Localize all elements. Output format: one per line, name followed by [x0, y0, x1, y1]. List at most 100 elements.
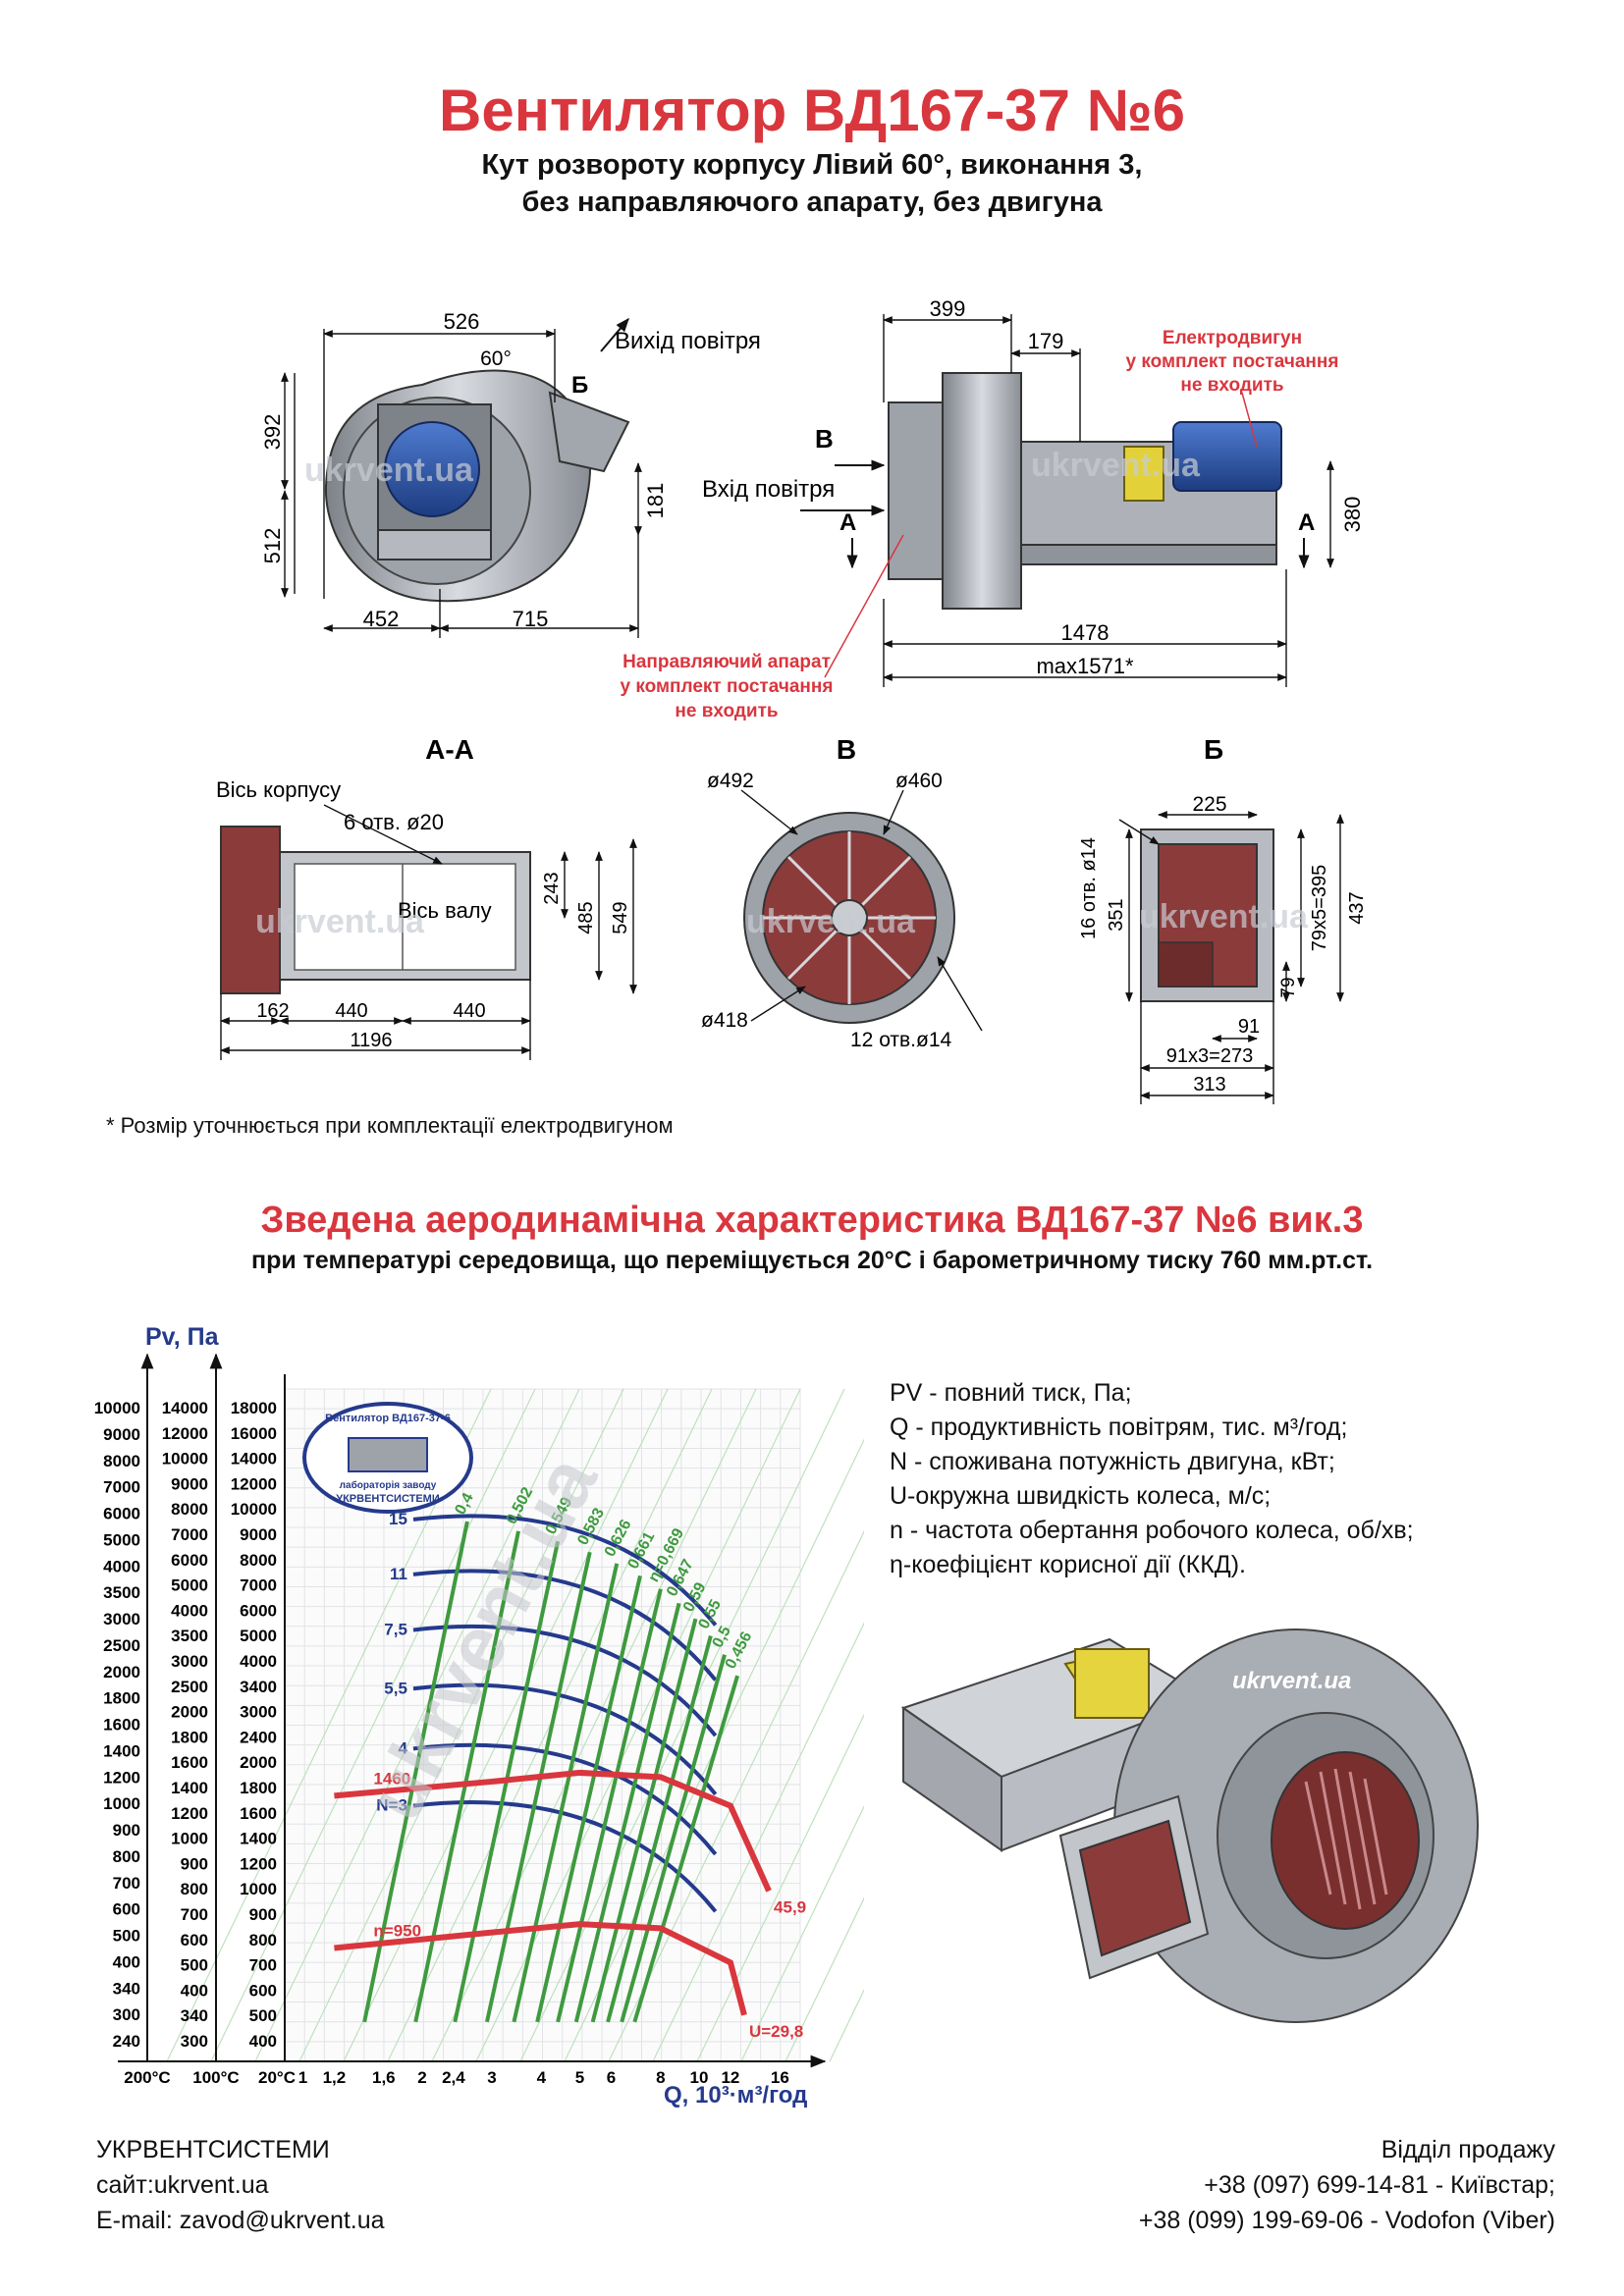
x-tick-label: 100°C [192, 2068, 239, 2087]
company-site[interactable]: сайт:ukrvent.ua [96, 2171, 269, 2199]
y-tick-label: 600 [113, 1900, 140, 1919]
svg-text:ukrvent.ua: ukrvent.ua [1031, 447, 1201, 484]
outlet-label: Вихід повітря [615, 328, 761, 354]
diagonal-line [210, 1388, 536, 2062]
page-subtitle-2: без направляючого апарату, без двигуна [521, 187, 1103, 218]
x-tick-label: 6 [607, 2068, 616, 2087]
section-v: В ø492 ø460 ø418 12 отв.ø14 [701, 734, 983, 1051]
holes-label: 6 отв. ø20 [344, 810, 444, 834]
diagonal-line [343, 1388, 669, 2062]
x-tick-label: 4 [537, 2068, 547, 2087]
efficiency-line [606, 1634, 713, 2023]
x-tick-label: 2 [417, 2068, 426, 2087]
dim-485: 485 [575, 901, 597, 934]
power-curve [412, 1514, 718, 1627]
y-tick-label: 3400 [240, 1678, 277, 1696]
company-name: УКРВЕНТСИСТЕМИ [96, 2136, 330, 2163]
dim-91: 91 [1238, 1016, 1260, 1038]
y-tick-label: 700 [113, 1874, 140, 1893]
x-axis-title: Q, 10³·м³/год [664, 2082, 807, 2109]
x-tick-label: 200°C [124, 2068, 170, 2087]
y-tick-label: 1000 [103, 1794, 140, 1813]
y-tick-label: 18000 [231, 1399, 277, 1417]
y-tick-label: 7000 [103, 1478, 140, 1497]
y-tick-label: 3500 [103, 1583, 140, 1602]
dim-79x5: 79x5=395 [1309, 865, 1330, 951]
y-tick-label: 900 [249, 1905, 277, 1924]
x-tick-label: 1 [298, 2068, 307, 2087]
section-mark-b: Б [571, 372, 588, 399]
y-tick-label: 6000 [240, 1601, 277, 1620]
y-ticks-200c: 1000090008000700060005000400035003000250… [94, 1399, 140, 2051]
y-tick-label: 700 [181, 1905, 208, 1924]
footer-right: Відділ продажу +38 (097) 699-14-81 - Киї… [1139, 2132, 1555, 2238]
x-tick-label: 5 [575, 2068, 584, 2087]
dim-79: 79 [1278, 977, 1299, 997]
rpm-curve [334, 1769, 772, 1893]
dim-440-a: 440 [335, 1000, 367, 1022]
y-tick-label: 5000 [103, 1530, 140, 1549]
motor-note-1: Електродвигун [1163, 328, 1302, 348]
drawing-watermarks: ukrvent.ua ukrvent.ua ukrvent.ua ukrvent… [255, 447, 1309, 940]
svg-text:ukrvent.ua: ukrvent.ua [1139, 898, 1309, 935]
y-tick-label: 1800 [103, 1689, 140, 1708]
efficiency-line [535, 1575, 642, 2023]
power-curve [412, 1682, 718, 1796]
y-tick-label: 16000 [231, 1424, 277, 1443]
phone-kyivstar[interactable]: +38 (097) 699-14-81 - Київстар; [1204, 2171, 1555, 2199]
footer-left: УКРВЕНТСИСТЕМИ сайт:ukrvent.ua E-mail: z… [96, 2132, 385, 2238]
y-ticks-20c: 1800016000140001200010000900080007000600… [231, 1399, 277, 2051]
y-tick-label: 4000 [171, 1601, 208, 1620]
power-label: 4 [398, 1738, 407, 1757]
legend-item: N - споживана потужність двигуна, кВт; [890, 1448, 1335, 1475]
y-tick-label: 9000 [171, 1474, 208, 1493]
dim-243: 243 [541, 872, 563, 904]
efficiency-line [485, 1551, 592, 2023]
legend-item: Q - продуктивність повітрям, тис. м³/год… [890, 1414, 1348, 1441]
x-tick-label: 10 [690, 2068, 709, 2087]
y-ticks-100c: 1400012000100009000800070006000500040003… [162, 1399, 208, 2051]
legend-list: PV - повний тиск, Па; Q - продуктивність… [890, 1376, 1414, 1582]
efficiency-line [620, 1654, 727, 2023]
legend-item: η-коефіцієнт корисної дії (ККД). [890, 1551, 1246, 1578]
legend-item: n - частота обертання робочого колеса, о… [890, 1517, 1414, 1544]
power-curve [412, 1742, 718, 1856]
x-tick-label: 8 [656, 2068, 665, 2087]
logo-line-1: Вентилятор ВД167-37-6 [325, 1413, 451, 1424]
y-tick-label: 8000 [171, 1500, 208, 1519]
y-tick-label: 4000 [240, 1652, 277, 1671]
dim-1196: 1196 [350, 1030, 392, 1051]
x-tick-label: 1,6 [372, 2068, 396, 2087]
phone-vodafone[interactable]: +38 (099) 199-69-06 - Vodofon (Viber) [1138, 2207, 1555, 2234]
legend-item: PV - повний тиск, Па; [890, 1379, 1132, 1407]
section-aa-title: А-А [425, 734, 474, 765]
inlet-label: Вхід повітря [702, 476, 835, 503]
y-tick-label: 1200 [171, 1804, 208, 1823]
y-tick-label: 400 [181, 1981, 208, 2000]
logo-line-3: УКРВЕНТСИСТЕМИ [336, 1493, 440, 1505]
y-tick-label: 2000 [103, 1663, 140, 1682]
y-tick-label: 12000 [231, 1474, 277, 1493]
dim-d492: ø492 [707, 770, 754, 792]
svg-text:ukrvent.ua: ukrvent.ua [255, 903, 425, 940]
y-tick-label: 800 [113, 1847, 140, 1866]
y-tick-label: 500 [249, 2006, 277, 2025]
dim-holes-v: 12 отв.ø14 [850, 1029, 952, 1051]
y-tick-label: 2000 [240, 1753, 277, 1772]
y-tick-label: 800 [181, 1880, 208, 1898]
motor-note-3: не входить [1180, 375, 1283, 396]
performance-chart: Pv, Па Q, 10³·м³/год 1000090008000700060… [94, 1323, 864, 2109]
logo-line-2: лабораторія заводу [340, 1479, 437, 1491]
y-tick-label: 12000 [162, 1424, 208, 1443]
y-tick-label: 10000 [94, 1399, 140, 1417]
rpm-label: 1460 [373, 1769, 410, 1788]
company-email[interactable]: E-mail: zavod@ukrvent.ua [96, 2207, 385, 2234]
y-tick-label: 5000 [240, 1627, 277, 1645]
footnote: * Розмір уточнюється при комплектації ел… [106, 1113, 674, 1138]
dim-380: 380 [1340, 497, 1365, 533]
section-v-title: В [837, 734, 856, 765]
dim-437: 437 [1346, 891, 1368, 924]
guide-note-3: не входить [675, 701, 778, 721]
y-tick-label: 3000 [171, 1652, 208, 1671]
